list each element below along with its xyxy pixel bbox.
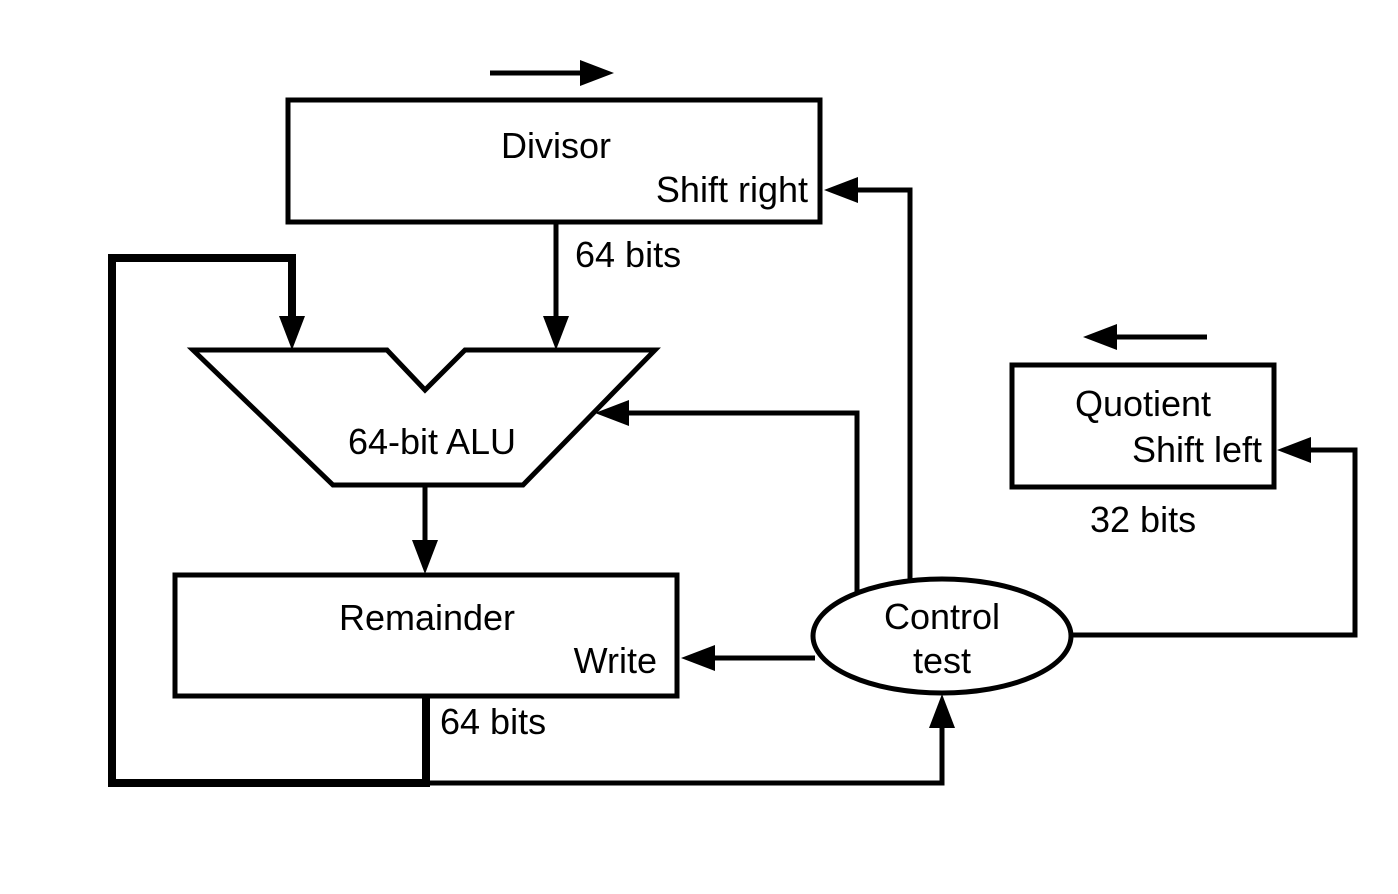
control-test-label-line1: Control — [884, 596, 1000, 637]
divisor-register-box — [285, 97, 823, 225]
remainder-input-arrowhead — [412, 540, 438, 574]
quotient-register-box — [1009, 362, 1277, 490]
divisor-shift-arrowhead — [824, 177, 858, 203]
control-to-alu-line — [629, 410, 860, 595]
alu-left-input-arrowhead — [279, 316, 305, 350]
control-test-ellipse — [810, 576, 1074, 696]
control-test-input-arrowhead — [929, 694, 955, 728]
alu-shape — [186, 347, 661, 488]
remainder-width-label: 64 bits — [440, 701, 546, 742]
divisor-action-label: Shift right — [656, 169, 808, 210]
diagram-shapes — [172, 97, 1277, 699]
alu-control-arrowhead — [595, 400, 629, 426]
diagram-labels: Divisor Shift right 64 bits 64-bit ALU R… — [339, 125, 1262, 742]
divisor-label: Divisor — [501, 125, 611, 166]
remainder-action-label: Write — [574, 640, 657, 681]
remainder-label: Remainder — [339, 597, 515, 638]
remainder-write-arrowhead — [681, 645, 715, 671]
quotient-label: Quotient — [1075, 383, 1211, 424]
quotient-width-label: 32 bits — [1090, 499, 1196, 540]
remainder-register-box — [172, 572, 680, 699]
remainder-to-control-line — [426, 726, 945, 786]
quotient-shift-arrowhead — [1277, 437, 1311, 463]
connector-lines — [422, 187, 1358, 786]
alu-right-input-arrowhead — [543, 316, 569, 350]
remainder-to-alu-loop-line — [108, 254, 430, 787]
divisor-width-label: 64 bits — [575, 234, 681, 275]
arrowheads — [279, 177, 1311, 728]
control-test-label-line2: test — [913, 640, 971, 681]
shift-left-direction-arrow — [1083, 324, 1207, 350]
quotient-action-label: Shift left — [1132, 429, 1262, 470]
shift-direction-arrows — [490, 60, 1207, 350]
control-to-divisor-line — [858, 187, 913, 580]
alu-label: 64-bit ALU — [348, 421, 516, 462]
control-to-quotient-line — [1070, 447, 1358, 638]
shift-right-direction-arrow — [490, 60, 614, 86]
